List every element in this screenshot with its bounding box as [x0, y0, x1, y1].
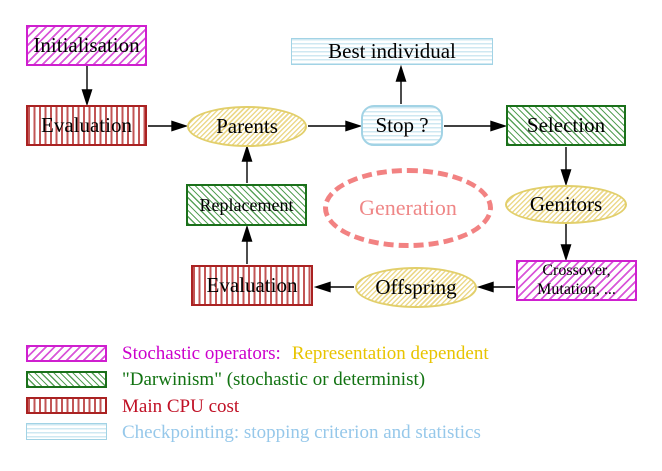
node-offspring: Offspring — [355, 267, 477, 308]
legend-swatch-darwinism — [26, 371, 107, 388]
node-parents: Parents — [187, 106, 307, 147]
legend-row-darwinism: "Darwinism" (stochastic or determinist) — [122, 369, 426, 390]
node-replacement: Replacement — [186, 184, 307, 226]
legend-swatch-cpu — [26, 397, 107, 414]
crossover-line2: Mutation, ... — [537, 280, 616, 298]
node-stop: Stop ? — [361, 105, 443, 146]
generation-loop-ellipse: Generation — [323, 168, 493, 248]
legend-row-cpu: Main CPU cost — [122, 396, 240, 417]
node-crossover-mutation: Crossover, Mutation, ... — [516, 260, 637, 301]
generation-label: Generation — [359, 195, 457, 220]
crossover-line1: Crossover, — [542, 261, 611, 279]
legend-label-representation: Representation dependent — [291, 343, 489, 364]
legend-label-stochastic: Stochastic operators: — [122, 343, 281, 364]
legend-swatch-checkpoint — [26, 423, 107, 440]
legend-row-stochastic: Stochastic operators: Representation depe… — [122, 343, 489, 365]
node-initialisation: Initialisation — [26, 25, 147, 66]
legend-row-checkpoint: Checkpointing: stopping criterion and st… — [122, 422, 481, 443]
legend-swatch-stochastic — [26, 345, 107, 362]
node-genitors: Genitors — [505, 185, 627, 224]
node-best-individual: Best individual — [291, 38, 493, 65]
node-evaluation-top: Evaluation — [26, 105, 147, 146]
node-evaluation-bottom: Evaluation — [191, 265, 313, 306]
node-selection: Selection — [506, 105, 626, 146]
